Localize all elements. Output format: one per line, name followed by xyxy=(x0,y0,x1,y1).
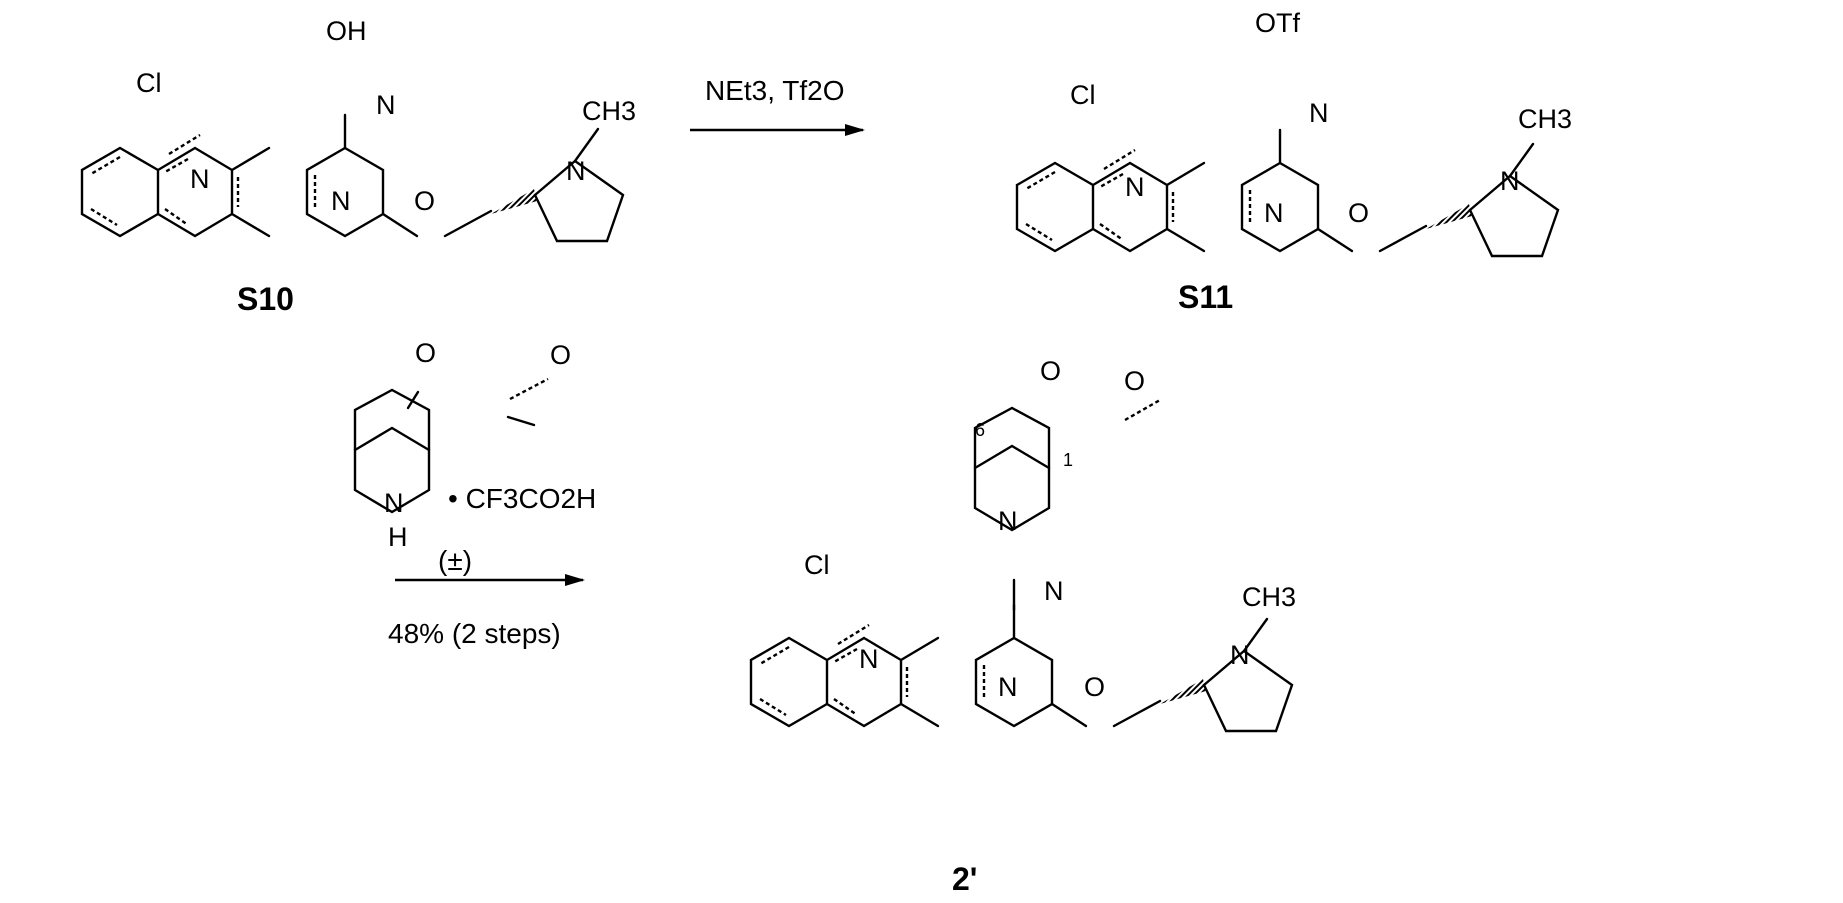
s11-ether-o: O xyxy=(1348,198,1369,228)
reagent-carbonyl-o: O xyxy=(550,340,571,370)
s10-n-pyrimidine-lower: N xyxy=(331,186,351,216)
step1-arrow: NEt3, Tf2O xyxy=(690,75,863,130)
s11-label: S11 xyxy=(1178,279,1233,315)
reagent-lactone: O O N H • CF3CO2H (±) xyxy=(355,338,596,576)
p2-lactone-o: O xyxy=(1040,356,1061,386)
p2-position-6: 6 xyxy=(975,420,985,440)
p2-n-pyrimidine-lower: N xyxy=(998,672,1018,702)
reagent-lactone-o: O xyxy=(415,338,436,368)
reagent-nh-h: H xyxy=(388,522,408,552)
p2-n-ring: N xyxy=(859,644,879,674)
s10-methyl: CH3 xyxy=(582,96,636,126)
p2-n-pyrimidine-upper: N xyxy=(1044,576,1064,606)
reagent-nh-n: N xyxy=(384,488,404,518)
s10-n-ring: N xyxy=(190,164,210,194)
s10-n-pyrimidine-upper: N xyxy=(376,90,396,120)
step1-conditions: NEt3, Tf2O xyxy=(705,75,845,106)
s11-chloro: Cl xyxy=(1070,80,1096,110)
compound-s10: OH Cl N N N O N CH3 S10 xyxy=(82,16,636,317)
s11-n-pyrimidine-lower: N xyxy=(1264,198,1284,228)
s11-methyl-n: N xyxy=(1500,166,1520,196)
step2-yield: 48% (2 steps) xyxy=(388,618,561,649)
s10-chloro: Cl xyxy=(136,68,162,98)
compound-s11: OTf Cl N N N O N CH3 S11 xyxy=(1017,8,1572,315)
s11-substituent: OTf xyxy=(1255,8,1300,38)
s10-methyl-n: N xyxy=(566,156,586,186)
s11-n-ring: N xyxy=(1125,172,1145,202)
p2-methyl: CH3 xyxy=(1242,582,1296,612)
p2-amine-n: N xyxy=(998,506,1018,536)
s10-label: S10 xyxy=(237,281,294,317)
reagent-salt: • CF3CO2H xyxy=(448,483,596,514)
p2-chloro: Cl xyxy=(804,550,830,580)
s11-methyl: CH3 xyxy=(1518,104,1572,134)
p2-ether-o: O xyxy=(1084,672,1105,702)
reagent-stereo: (±) xyxy=(438,545,472,576)
p2-carbonyl-o: O xyxy=(1124,366,1145,396)
s10-ether-o: O xyxy=(414,186,435,216)
p2-label: 2' xyxy=(952,861,977,897)
s10-substituent: OH xyxy=(326,16,367,46)
s11-n-pyrimidine-upper: N xyxy=(1309,98,1329,128)
p2-methyl-n: N xyxy=(1230,640,1250,670)
p2-position-1: 1 xyxy=(1063,450,1073,470)
compound-2prime: O O N 6 1 Cl N N N O N CH3 2' xyxy=(751,356,1296,897)
step2-arrow: 48% (2 steps) xyxy=(388,580,583,649)
